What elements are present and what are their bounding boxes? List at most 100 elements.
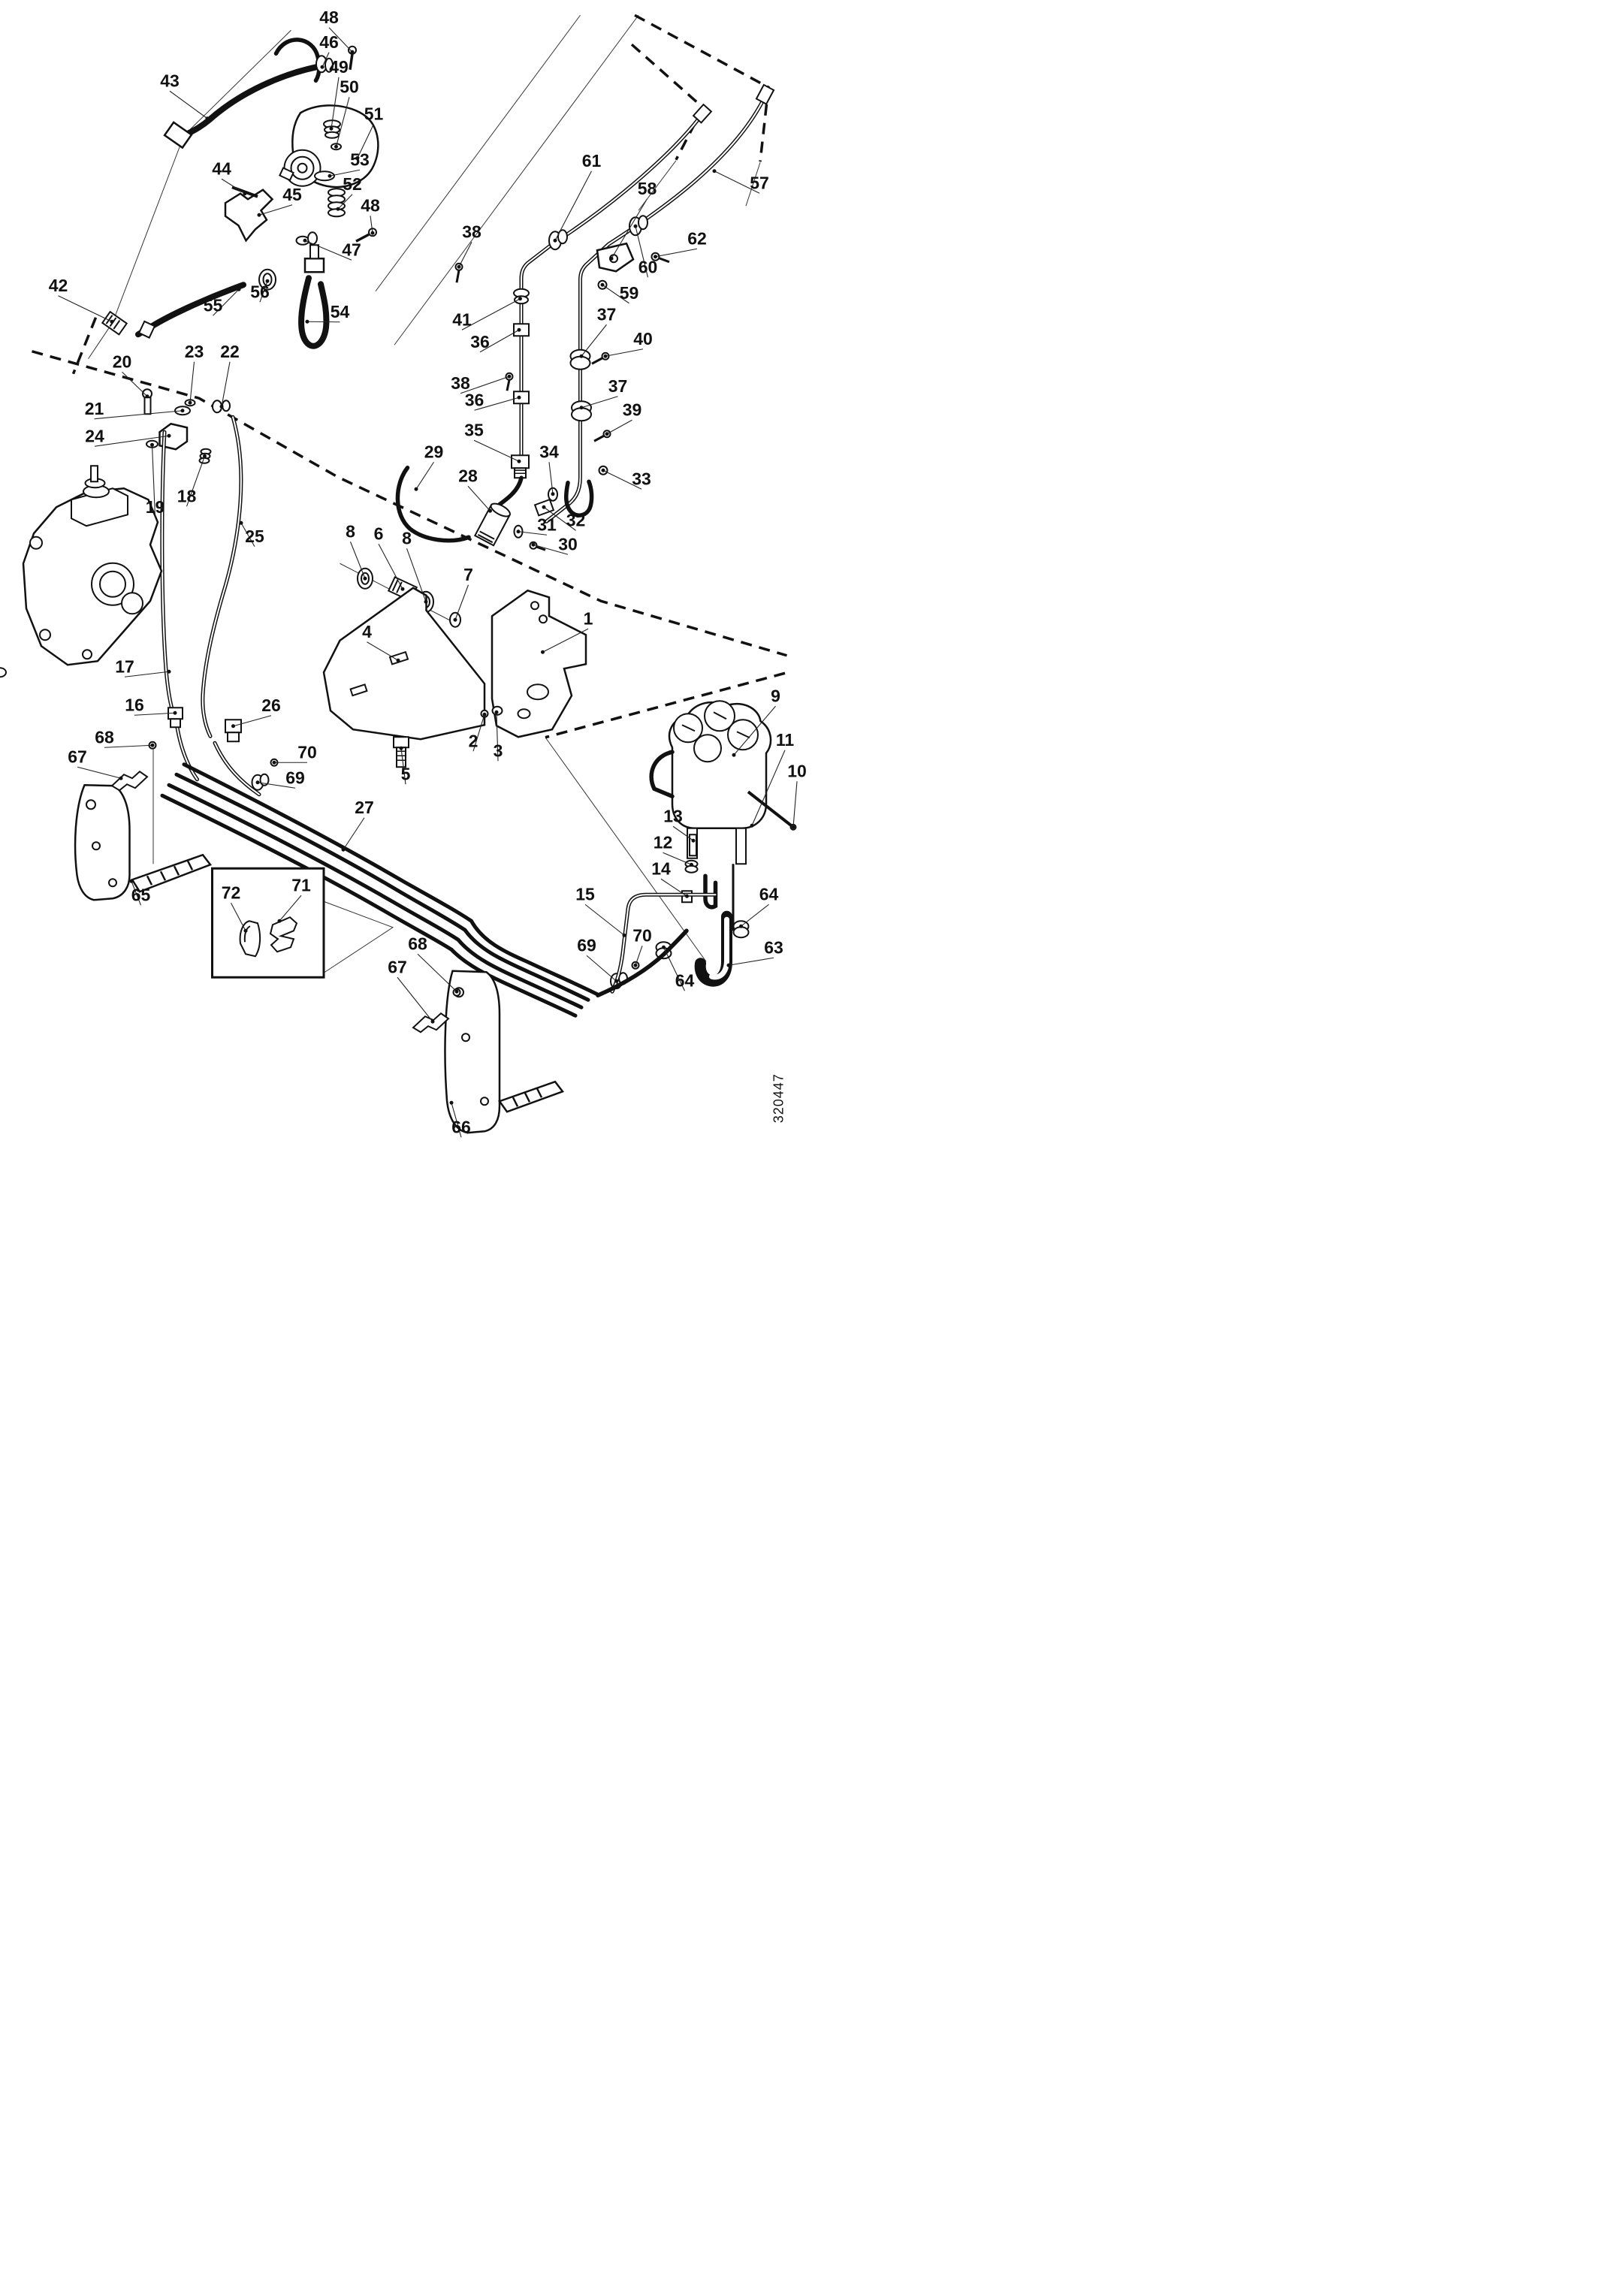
leader-dot-51 bbox=[355, 155, 360, 160]
callout-16: 16 bbox=[125, 695, 144, 714]
adapter-42-icon bbox=[101, 310, 128, 336]
callout-63: 63 bbox=[764, 937, 783, 957]
slot-strip-65 bbox=[131, 853, 213, 893]
leader-line-30 bbox=[533, 544, 569, 555]
leader-line-39 bbox=[606, 419, 632, 435]
leader-line-15 bbox=[584, 904, 625, 936]
leader-line-9 bbox=[733, 705, 776, 756]
leader-line-69a bbox=[257, 782, 296, 789]
spring-18-icon bbox=[198, 448, 212, 464]
leader-dot-10 bbox=[791, 825, 795, 829]
callout-44: 44 bbox=[212, 158, 231, 178]
callout-72: 72 bbox=[222, 882, 241, 902]
leader-line-68a bbox=[104, 744, 153, 748]
clip-67b-icon bbox=[412, 1012, 450, 1033]
callout-43: 43 bbox=[160, 71, 180, 90]
leader-dot-52 bbox=[336, 207, 340, 211]
callout-66: 66 bbox=[451, 1117, 471, 1136]
leader-line-25 bbox=[240, 522, 255, 548]
leader-dot-34 bbox=[551, 492, 555, 496]
callout-9: 9 bbox=[771, 686, 780, 705]
leader-line-17 bbox=[124, 671, 170, 677]
callout-70a: 70 bbox=[297, 742, 317, 762]
leader-dot-62 bbox=[654, 255, 657, 259]
figure-number: 320447 bbox=[771, 1073, 786, 1123]
leader-line-41 bbox=[461, 298, 521, 330]
leader-dot-72 bbox=[243, 928, 248, 933]
fitting-54-hex bbox=[303, 258, 325, 273]
leader-line-42 bbox=[58, 295, 113, 322]
leader-dot-50 bbox=[334, 144, 338, 149]
callout-57: 57 bbox=[750, 173, 769, 192]
callout-11: 11 bbox=[776, 730, 795, 750]
leader-line-7 bbox=[454, 584, 469, 620]
callout-2: 2 bbox=[469, 731, 478, 750]
clamp-64a-icon bbox=[732, 920, 750, 939]
bracket-29-icon bbox=[395, 466, 471, 543]
leader-line-6 bbox=[378, 543, 403, 590]
callout-17: 17 bbox=[115, 656, 134, 676]
leader-line-61 bbox=[554, 170, 592, 241]
leader-line-48a bbox=[328, 27, 353, 53]
leader-line-36b bbox=[474, 397, 520, 411]
callout-38b: 38 bbox=[451, 373, 470, 393]
leader-dot-32 bbox=[542, 505, 546, 509]
leader-dot-64b bbox=[662, 945, 666, 949]
callout-30: 30 bbox=[558, 534, 578, 554]
bolt-5-icon bbox=[393, 736, 409, 768]
leader-line-26 bbox=[233, 715, 272, 727]
leader-dot-66 bbox=[449, 1100, 454, 1105]
leader-line-60 bbox=[635, 226, 649, 278]
leader-line-3 bbox=[496, 712, 499, 762]
callout-35: 35 bbox=[464, 420, 484, 439]
callout-65: 65 bbox=[131, 885, 151, 904]
leader-dot-55 bbox=[237, 287, 241, 291]
leader-line-34 bbox=[548, 462, 554, 494]
callout-32: 32 bbox=[566, 510, 586, 529]
leader-dot-48b bbox=[370, 231, 375, 235]
hose-54 bbox=[298, 275, 330, 349]
tube-13-icon bbox=[689, 834, 697, 857]
leader-line-49 bbox=[331, 77, 340, 129]
leader-dot-36a bbox=[517, 327, 521, 332]
leader-dot-61 bbox=[553, 238, 557, 243]
hose-55-clamp bbox=[137, 320, 156, 339]
coupler-28-icon bbox=[473, 502, 511, 547]
leader-dot-33 bbox=[601, 468, 605, 472]
callout-47: 47 bbox=[342, 240, 361, 259]
clamp-37a-icon bbox=[569, 348, 591, 370]
leader-dot-14 bbox=[685, 894, 689, 898]
leader-line-4 bbox=[367, 641, 399, 661]
pump-inlet-loop bbox=[273, 38, 321, 83]
leader-dot-70b bbox=[633, 963, 638, 967]
leader-dot-18 bbox=[203, 454, 207, 458]
leader-line-67b bbox=[397, 976, 433, 1022]
leader-line-62 bbox=[655, 248, 698, 258]
leader-line-32 bbox=[543, 506, 576, 531]
oring-53-icon bbox=[314, 170, 335, 182]
leader-dot-57 bbox=[712, 169, 717, 173]
leader-dot-45 bbox=[257, 213, 261, 217]
callout-58: 58 bbox=[638, 179, 657, 198]
callout-29: 29 bbox=[424, 442, 444, 461]
leader-dot-47 bbox=[303, 238, 307, 243]
fitting-49-icon bbox=[323, 119, 341, 139]
hose-43 bbox=[180, 62, 332, 140]
callout-20: 20 bbox=[113, 351, 132, 371]
leader-line-18 bbox=[186, 456, 206, 507]
leader-line-51 bbox=[357, 124, 374, 158]
leader-dot-13 bbox=[691, 838, 696, 843]
callout-8a: 8 bbox=[346, 521, 355, 541]
leader-dot-56 bbox=[265, 279, 270, 283]
leader-line-20 bbox=[122, 371, 148, 397]
callout-13: 13 bbox=[663, 806, 683, 825]
leader-dot-41 bbox=[518, 297, 522, 301]
bolt-39-icon bbox=[593, 430, 611, 442]
callout-19: 19 bbox=[146, 497, 165, 517]
leader-dot-69a bbox=[255, 780, 260, 785]
steel-lines-17-25 bbox=[160, 415, 261, 797]
valve-assembly-9 bbox=[596, 700, 797, 997]
construction-lines bbox=[88, 14, 761, 1095]
leader-dot-11 bbox=[750, 823, 754, 828]
